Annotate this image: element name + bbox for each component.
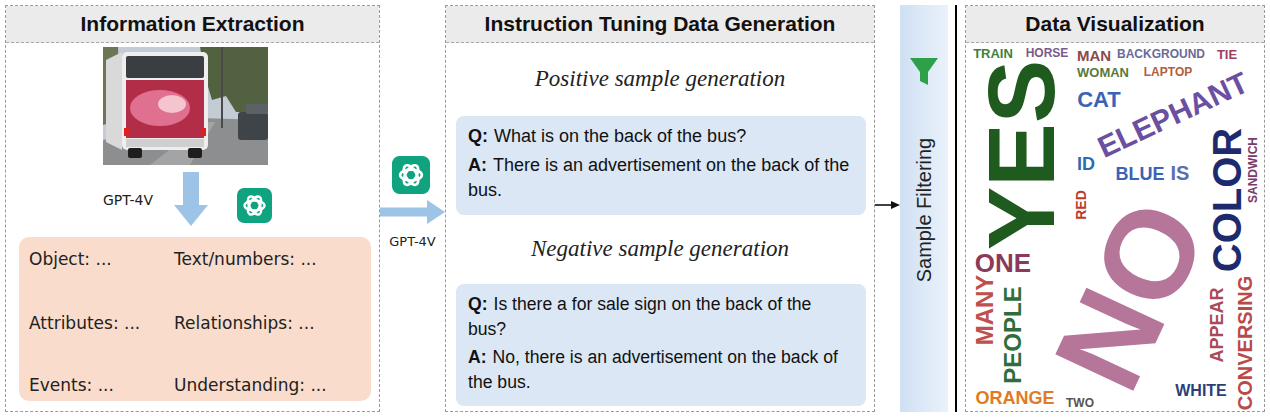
info-box: Object: ... Text/numbers: ... Attributes: … <box>19 237 371 401</box>
model-arrow <box>380 200 445 224</box>
section-heading: Positive sample generation <box>446 66 874 92</box>
qa-marker: A: <box>468 155 487 175</box>
model-label: GPT-4V <box>103 193 153 207</box>
cloud-word: ONE <box>975 250 1031 276</box>
cloud-word: RED <box>1074 190 1088 220</box>
cloud-word: CONVERSING <box>1235 276 1255 410</box>
cloud-word: COLOR <box>1207 128 1247 272</box>
divider-line <box>955 5 957 412</box>
bus-photo <box>103 47 268 165</box>
cloud-word: TWO <box>1066 397 1094 409</box>
info-item: Understanding: ... <box>174 375 327 395</box>
cloud-word: TIE <box>1217 48 1237 61</box>
panel-header: Information Extraction <box>6 6 379 43</box>
cloud-word: TRAIN <box>973 47 1013 60</box>
cloud-word: YES <box>974 60 1069 250</box>
arrow-head <box>427 200 445 224</box>
cloud-word: SANDWICH <box>1247 137 1259 203</box>
info-item: Object: ... <box>29 249 112 269</box>
openai-icon <box>237 188 272 223</box>
openai-icon <box>392 156 430 194</box>
qa-box: Q: What is on the back of the bus? A:There… <box>456 116 866 215</box>
connector-line <box>875 204 891 206</box>
cloud-word: WOMAN <box>1077 66 1129 79</box>
arrow-head <box>891 201 900 209</box>
edge-label: GPT-4V <box>389 234 436 249</box>
cloud-word: ID <box>1077 155 1095 173</box>
panel-header: Instruction Tuning Data Generation <box>446 6 874 43</box>
info-item: Events: ... <box>29 375 114 395</box>
cloud-word: IS <box>1171 163 1190 183</box>
qa-marker: A: <box>468 347 487 367</box>
band-label: Sample Filtering <box>913 138 936 283</box>
qa-text: Is there a for sale sign on the back of … <box>468 294 811 339</box>
section-heading: Negative sample generation <box>446 236 874 262</box>
cloud-word: BLUE <box>1116 165 1165 183</box>
cloud-word: APPEAR <box>1208 287 1226 362</box>
flow-arrow <box>875 201 900 209</box>
funnel-symbol <box>910 58 938 85</box>
filter-band: Sample Filtering <box>900 5 948 412</box>
cloud-word: PEOPLE <box>1001 286 1025 383</box>
down-arrow <box>174 172 208 226</box>
qa-marker: Q: <box>468 126 488 146</box>
info-item: Attributes: ... <box>29 313 140 333</box>
cloud-word: BACKGROUND <box>1117 48 1205 60</box>
qa-line: A:No, there is an advertisement on the b… <box>468 345 854 395</box>
qa-box: Q:Is there a for sale sign on the back o… <box>456 284 866 406</box>
cloud-word: MAN <box>1077 48 1111 63</box>
cloud-word: ORANGE <box>975 389 1054 407</box>
cloud-word: LAPTOP <box>1144 66 1192 78</box>
info-item: Text/numbers: ... <box>174 249 317 269</box>
connector-line <box>380 208 427 217</box>
qa-text: What is on the back of the bus? <box>494 126 746 146</box>
info-item: Relationships: ... <box>174 313 315 333</box>
cloud-word: WHITE <box>1175 383 1227 399</box>
qa-line: A:There is an advertisement on the back … <box>468 153 854 204</box>
section-panel: Q:What is on the back of the bus?A:There… <box>445 5 875 412</box>
qa-text: There is an advertisement on the back of… <box>468 155 849 201</box>
filter-band <box>900 5 948 412</box>
qa-line: Q:Is there a for sale sign on the back o… <box>468 292 854 342</box>
panel-header: Data Visualization <box>966 6 1264 43</box>
panel-title: Instruction Tuning Data Generation <box>485 12 836 36</box>
qa-line: Q: What is on the back of the bus? <box>468 124 854 150</box>
panel-title: Data Visualization <box>1025 12 1204 36</box>
panel-title: Information Extraction <box>80 12 304 36</box>
cloud-word: MANY <box>973 275 997 346</box>
cloud-word: CAT <box>1077 89 1121 111</box>
qa-text: No, there is an advertisement on the bac… <box>468 347 838 392</box>
qa-marker: Q: <box>468 294 488 314</box>
section-panel: Object: ... Text/numbers: ... Attributes: … <box>5 5 380 412</box>
cloud-word: HORSE <box>1026 47 1069 59</box>
